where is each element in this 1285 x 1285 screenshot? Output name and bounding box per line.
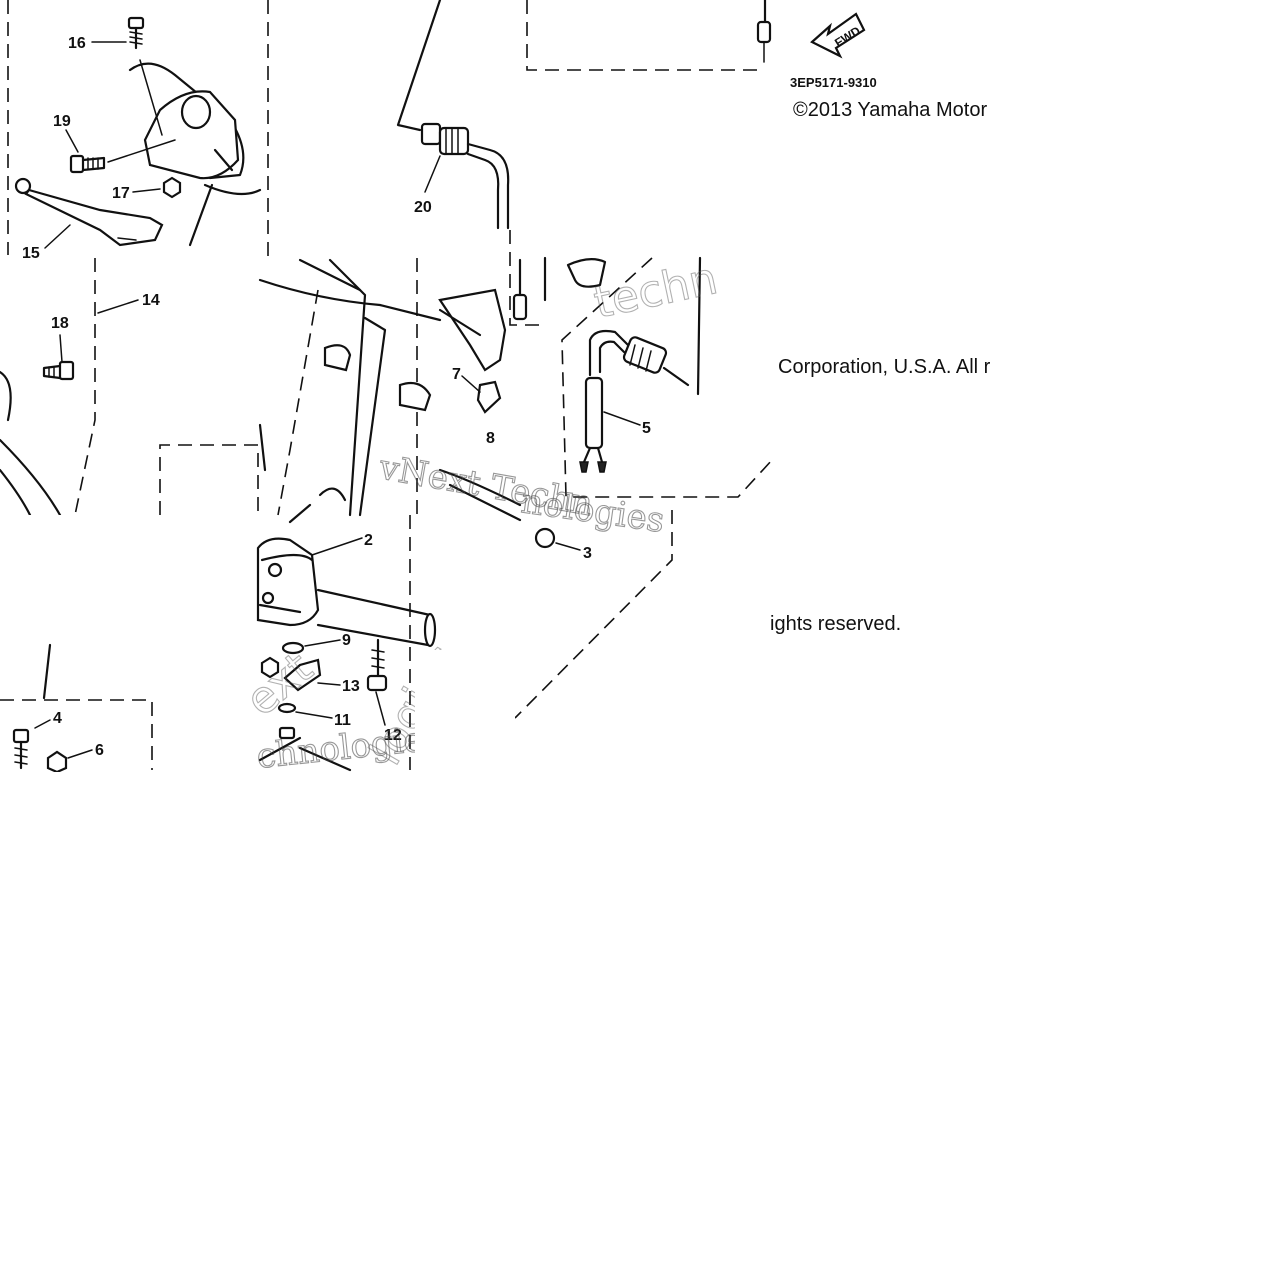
callout-11: 11 <box>334 712 351 729</box>
mount-bracket-group: 7 8 <box>438 230 545 507</box>
callout-15: 15 <box>22 245 40 262</box>
watermark-3: techn <box>590 253 722 329</box>
callout-17: 17 <box>112 185 130 202</box>
clamp-group: 2 9 13 11 12 <box>256 503 437 772</box>
callout-14: 14 <box>142 292 160 309</box>
hardware-4-6-group: 4 6 <box>0 643 153 774</box>
callout-6: 6 <box>95 742 104 759</box>
callout-12: 12 <box>384 727 402 744</box>
copyright-line-3: ights reserved. <box>770 613 901 635</box>
copyright-line-1: ©2013 Yamaha Motor <box>793 99 987 121</box>
copyright-line-2: Corporation, U.S.A. All r <box>778 356 991 378</box>
callout-4: 4 <box>53 710 62 727</box>
callout-2: 2 <box>364 532 373 549</box>
callout-16: 16 <box>68 35 86 52</box>
cable-sensor-group: 20 <box>396 0 772 230</box>
callout-19: 19 <box>53 113 71 130</box>
pin-3-group: 3 <box>448 483 673 719</box>
callout-5: 5 <box>642 420 651 437</box>
callout-13: 13 <box>342 678 360 695</box>
lever-assembly-group: 16 19 17 15 <box>7 0 269 262</box>
switch-assembly-group: 14 18 <box>0 258 259 517</box>
callout-8: 8 <box>486 430 495 447</box>
handlebar-frame-group <box>258 258 442 517</box>
callout-7: 7 <box>452 366 461 383</box>
callout-18: 18 <box>51 315 69 332</box>
sensor-5-group: 5 <box>543 256 773 498</box>
part-code: 3EP5171-9310 <box>790 75 877 90</box>
callout-9: 9 <box>342 632 351 649</box>
callout-20: 20 <box>414 199 432 216</box>
fwd-arrow: FWD <box>810 12 866 59</box>
callout-3: 3 <box>583 545 592 562</box>
